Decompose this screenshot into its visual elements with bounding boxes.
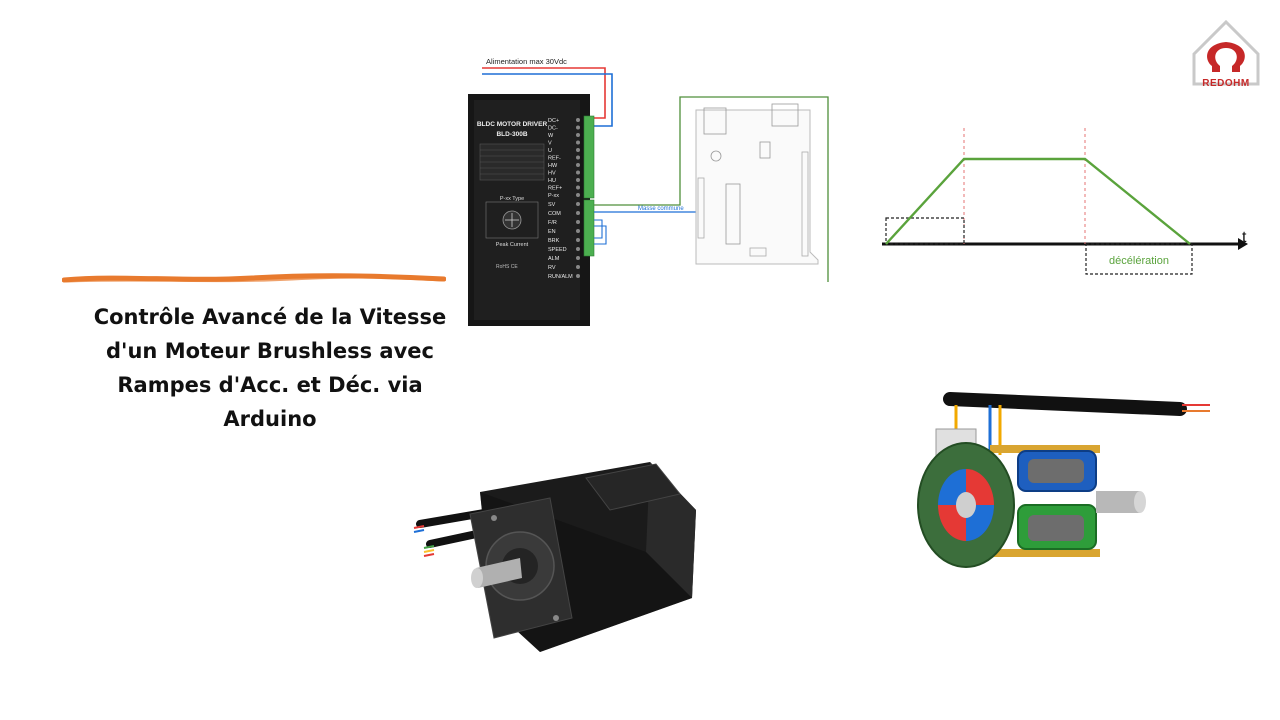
arduino-board-outline xyxy=(695,109,819,265)
redohm-logo-icon xyxy=(1192,19,1260,86)
terminal-block-top xyxy=(583,115,595,199)
wiring-diagram: Alimentation max 30Vdc BLDC MOTOR DRIVER… xyxy=(468,57,829,326)
bottom-terminal-screw-icon xyxy=(576,238,580,242)
driver-cert: RoHS CE xyxy=(496,264,518,270)
top-terminal-label: DC+ xyxy=(548,118,559,124)
top-terminal-screw-icon xyxy=(576,178,580,182)
driver-model: BLD-300B xyxy=(496,131,527,138)
logo-text: REDOHM xyxy=(1202,78,1250,89)
top-terminal-screw-icon xyxy=(576,185,580,190)
top-terminal-label: U xyxy=(548,148,552,154)
top-terminal-screw-icon xyxy=(576,133,580,137)
top-terminal-label: P-xx xyxy=(548,193,559,199)
driver-header: BLDC MOTOR DRIVER xyxy=(477,121,548,128)
top-terminal-label: DC- xyxy=(548,126,558,132)
top-terminal-label: HV xyxy=(548,171,556,177)
top-terminal-screw-icon xyxy=(576,125,580,130)
terminal-labels-bottom: SV COM F/R EN BRK SPEED ALM RV RUN/ALM xyxy=(548,202,580,280)
bottom-terminal-label: BRK xyxy=(548,238,560,244)
bottom-terminal-screw-icon xyxy=(576,211,580,215)
top-terminal-screw-icon xyxy=(576,118,580,122)
top-terminal-screw-icon xyxy=(576,148,580,152)
speed-profile-line xyxy=(885,157,1191,245)
top-terminal-label: V xyxy=(548,141,552,147)
bottom-terminal-label: F/R xyxy=(548,220,557,226)
top-terminal-screw-icon xyxy=(576,140,580,145)
accel-box xyxy=(885,217,965,245)
bottom-terminal-screw-icon xyxy=(576,220,580,224)
bottom-terminal-label: EN xyxy=(548,229,556,235)
top-terminal-label: W xyxy=(548,133,554,139)
bottom-terminal-screw-icon xyxy=(576,202,580,206)
bottom-terminal-label: SPEED xyxy=(548,247,567,253)
decel-label: décélération xyxy=(1109,255,1169,267)
top-terminal-label: REF+ xyxy=(548,186,562,192)
bottom-terminal-label: RV xyxy=(548,265,556,271)
bottom-terminal-label: ALM xyxy=(548,256,560,262)
bottom-terminal-label: COM xyxy=(548,211,561,217)
ground-label: Masse commune xyxy=(638,206,684,212)
bottom-terminal-screw-icon xyxy=(576,274,580,278)
bottom-terminal-label: RUN/ALM xyxy=(548,274,573,280)
top-terminal-label: HW xyxy=(548,163,558,169)
bottom-terminal-screw-icon xyxy=(576,229,580,233)
top-terminal-label: HU xyxy=(548,178,556,184)
brushless-motor-image xyxy=(413,462,696,652)
orange-brush-divider xyxy=(62,273,446,283)
power-label: Alimentation max 30Vdc xyxy=(486,57,567,66)
decel-box xyxy=(1085,243,1193,275)
slide-title: Contrôle Avancé de la Vitesse d'un Moteu… xyxy=(93,305,447,431)
dial-title: P-xx Type xyxy=(500,196,524,202)
brushless-motor-cutaway-image xyxy=(917,392,1210,568)
terminal-block-bottom xyxy=(583,199,595,257)
top-terminal-screw-icon xyxy=(576,193,580,197)
axis-arrow-icon xyxy=(1238,238,1248,250)
dial-caption: Peak Current xyxy=(496,242,529,248)
bottom-terminal-label: SV xyxy=(548,202,556,208)
time-axis-label: t xyxy=(1242,229,1247,246)
top-terminal-label: REF- xyxy=(548,156,561,162)
bottom-terminal-screw-icon xyxy=(576,256,580,260)
bottom-terminal-screw-icon xyxy=(576,265,580,269)
top-terminal-screw-icon xyxy=(576,163,580,167)
top-terminal-screw-icon xyxy=(576,155,580,160)
top-terminal-screw-icon xyxy=(576,170,580,175)
speed-ramp-profile: t décélération xyxy=(882,128,1248,275)
bottom-terminal-screw-icon xyxy=(576,247,580,251)
